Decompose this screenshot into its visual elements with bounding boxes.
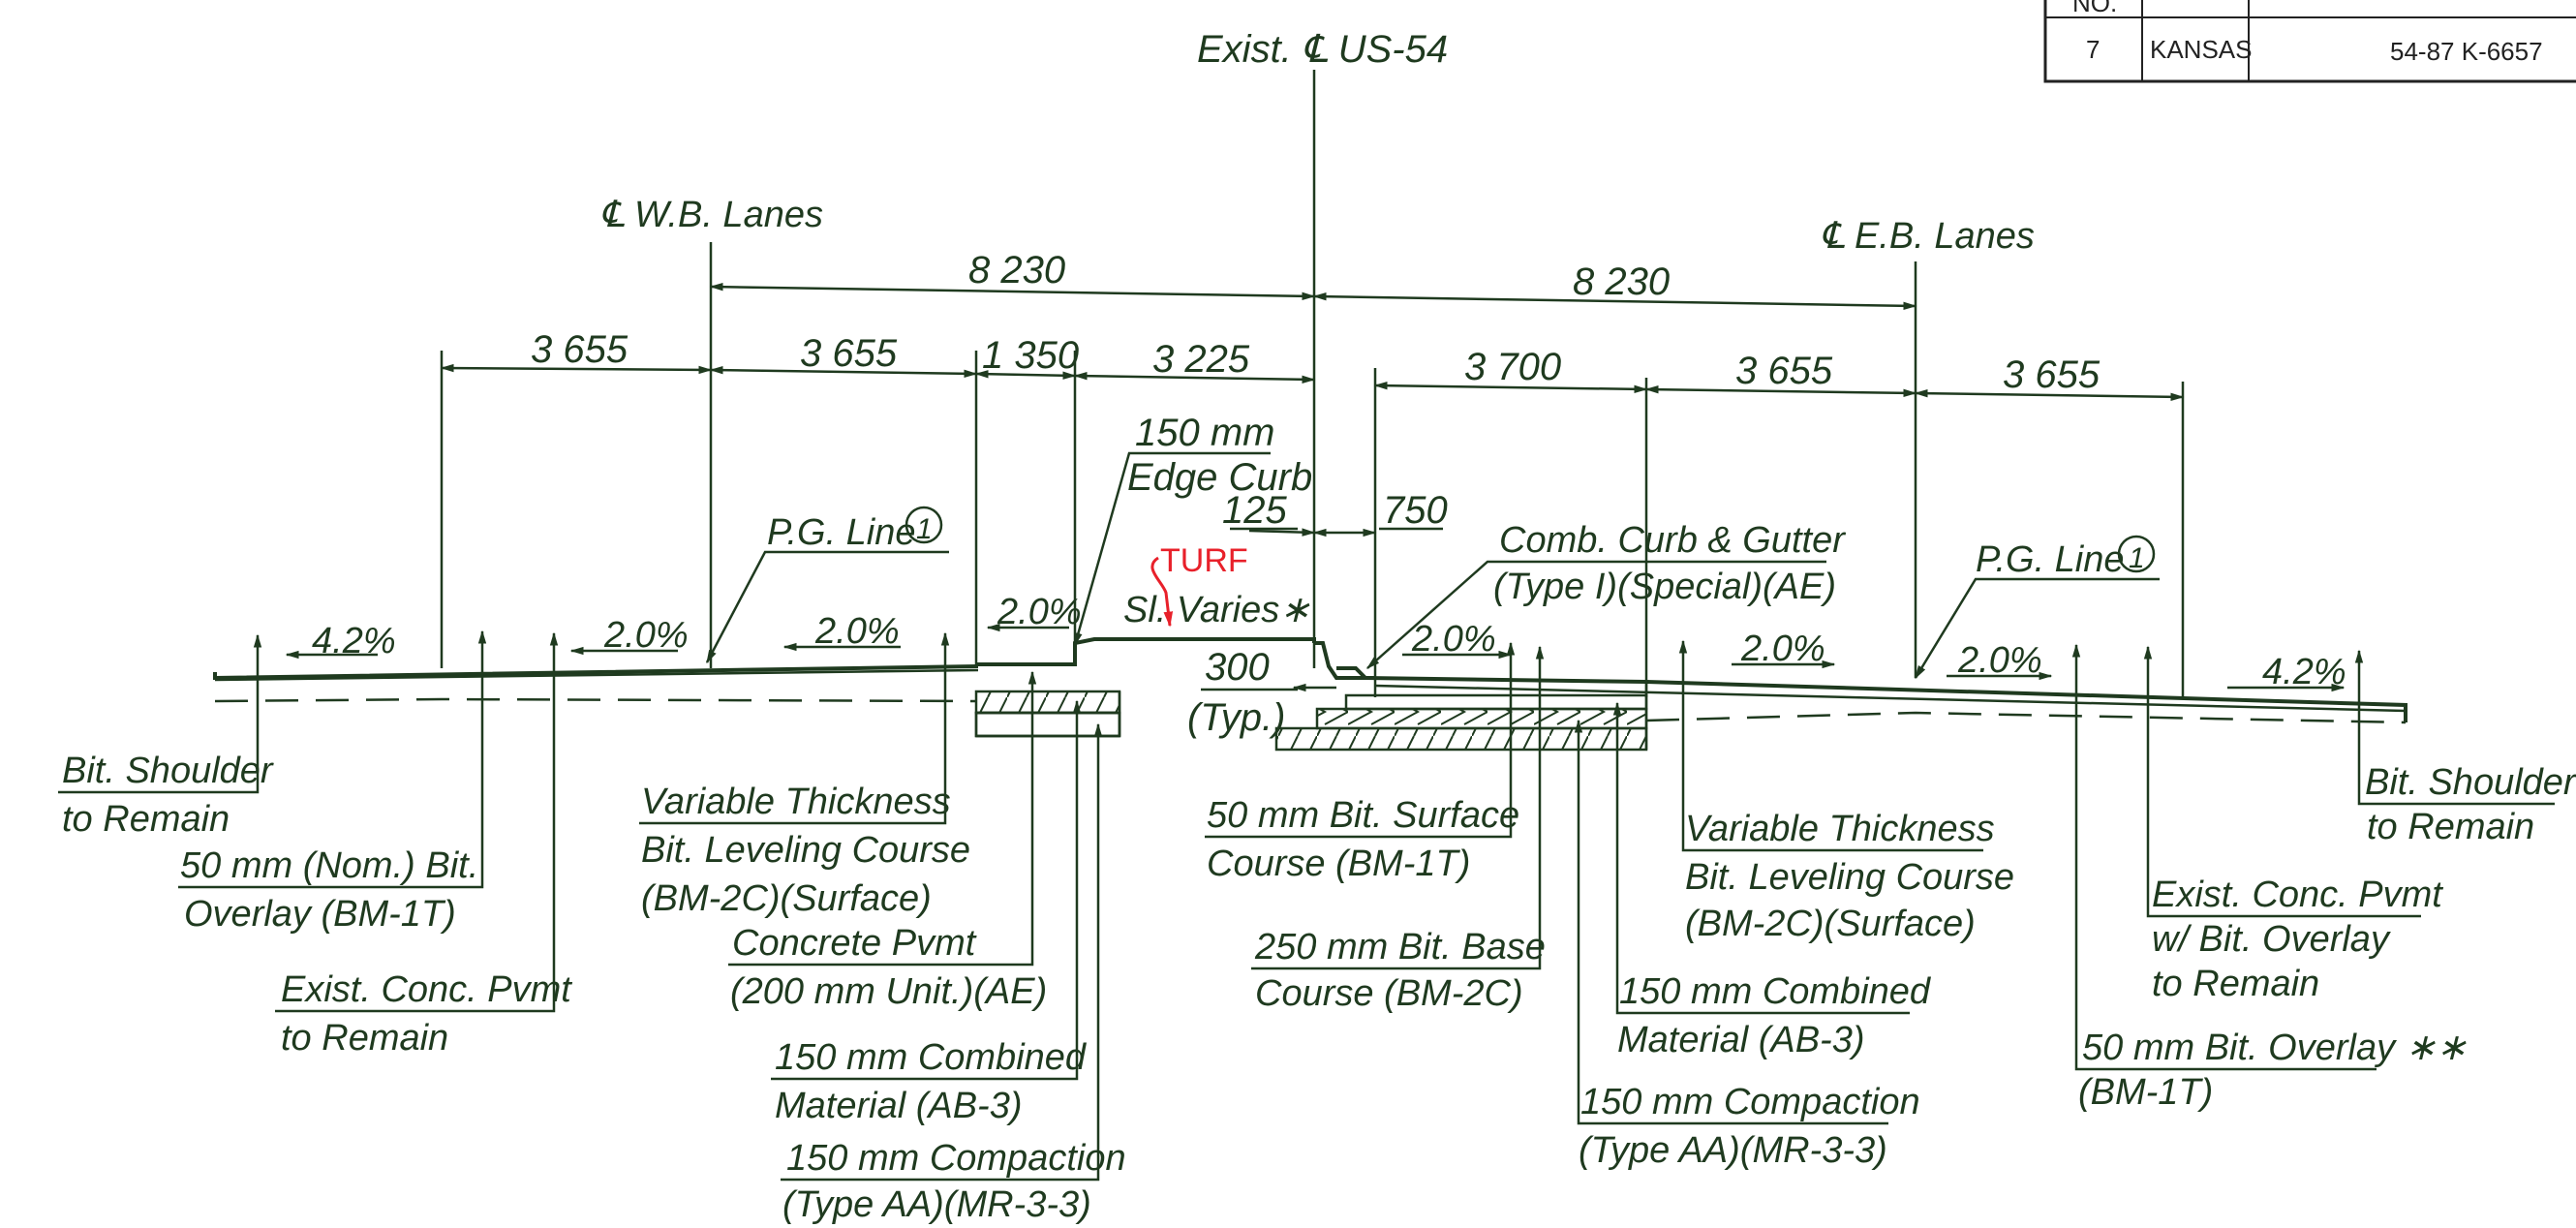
- wb-edge-curb: [976, 637, 1316, 666]
- pg-line-right-mark-text: 1: [2129, 542, 2145, 574]
- var-thick-left-1: Variable Thickness: [641, 782, 951, 822]
- dim-wb-outer-lane: 3 655: [800, 332, 898, 375]
- pg-line-left-mark-text: 1: [916, 513, 933, 545]
- dim-line-wb-outer-shoulder: [440, 363, 713, 375]
- concrete-pvmt-2: (200 mm Unit.)(AE): [730, 971, 1047, 1012]
- dim-curb-125: 125: [1222, 489, 1287, 532]
- eb-callouts: 50 mm Bit. Surface Course (BM-1T) 250 mm…: [1205, 639, 2576, 1171]
- eb-existing-bottom: [1645, 711, 2407, 724]
- wb-pavement-top: [213, 664, 979, 681]
- bit-surface-1: 50 mm Bit. Surface: [1207, 795, 1519, 836]
- eb-centerline-label: ℄ E.B. Lanes: [1821, 216, 2035, 257]
- title-block: NO. 7 KANSAS 54-87 K-6657: [2043, 0, 2576, 83]
- dim-wb-median: 3 225: [1152, 338, 1250, 381]
- r-overlay-1: 50 mm Bit. Overlay ∗∗: [2082, 1028, 2467, 1068]
- r-var-thick-3: (BM-2C)(Surface): [1685, 904, 1976, 944]
- dim-gutter-typ: (Typ.): [1187, 696, 1285, 739]
- bit-base-1: 250 mm Bit. Base: [1254, 927, 1546, 967]
- edge-curb-label-2: Edge Curb: [1127, 456, 1312, 499]
- slope-wb-lane-2: 2.0%: [814, 611, 900, 652]
- r-compaction-1: 150 mm Compaction: [1580, 1082, 1920, 1122]
- r-exist-conc-1: Exist. Conc. Pvmt: [2152, 875, 2443, 915]
- wb-concrete-pavement: [974, 690, 1121, 715]
- compaction-left-2: (Type AA)(MR-3-3): [782, 1184, 1091, 1225]
- dim-eb-outer-lane: 3 655: [1735, 350, 1833, 392]
- dim-wb-inner: 1 350: [982, 334, 1079, 377]
- pg-line-left-mark: [905, 506, 943, 544]
- dim-wb-outer-shoulder: 3 655: [531, 328, 629, 371]
- comb-mat-left-2: Material (AB-3): [775, 1086, 1023, 1126]
- wb-existing-bottom: [214, 697, 977, 703]
- comb-curb-label-1: Comb. Curb & Gutter: [1499, 520, 1846, 561]
- dim-gutter-300: 300: [1205, 646, 1270, 689]
- var-thick-left-3: (BM-2C)(Surface): [641, 878, 932, 919]
- r-var-thick-1: Variable Thickness: [1685, 809, 1995, 849]
- dim-eb-half: 8 230: [1573, 261, 1670, 303]
- compaction-left-1: 150 mm Compaction: [786, 1138, 1126, 1179]
- eb-bit-surface-course: [1344, 693, 1648, 711]
- dim-line-eb-half: [1312, 292, 1917, 310]
- r-overlay-2: (BM-1T): [2078, 1072, 2213, 1113]
- exist-conc-left-1: Exist. Conc. Pvmt: [281, 969, 572, 1010]
- bit-base-2: Course (BM-2C): [1255, 973, 1523, 1014]
- eb-bit-base-course: [1315, 707, 1648, 730]
- wb-callouts: Bit. Shoulder to Remain 50 mm (Nom.) Bit…: [58, 629, 1126, 1225]
- title-block-project: 54-87 K-6657: [2390, 37, 2543, 66]
- pg-line-right-label: P.G. Line: [1976, 539, 2125, 580]
- r-var-thick-2: Bit. Leveling Course: [1685, 857, 2014, 898]
- comb-mat-left-1: 150 mm Combined: [775, 1037, 1088, 1078]
- dim-line-eb-inner-lane: [1373, 381, 1648, 394]
- bit-shoulder-left-2: to Remain: [62, 799, 230, 840]
- slope-eb-lane-2: 2.0%: [1957, 640, 2042, 681]
- dim-eb-shoulder: 3 655: [2003, 353, 2101, 396]
- dim-curb-750: 750: [1383, 489, 1448, 532]
- title-block-sheet-no: 7: [2086, 35, 2100, 64]
- r-exist-conc-3: to Remain: [2152, 964, 2319, 1004]
- r-comb-mat-2: Material (AB-3): [1617, 1020, 1865, 1060]
- dim-line-wb-outer-lane: [709, 365, 978, 379]
- wb-centerline-label: ℄ W.B. Lanes: [600, 195, 823, 235]
- slope-wb-inner: 2.0%: [997, 592, 1082, 632]
- title-block-no-header: NO.: [2072, 0, 2117, 17]
- bit-shoulder-right-1: Bit. Shoulder: [2365, 762, 2576, 803]
- slope-labels: 4.2% 2.0% 2.0% 2.0% Sl. Varies∗ 2.0% 2.0…: [285, 590, 2346, 692]
- edge-curb-label-1: 150 mm: [1135, 412, 1275, 454]
- var-thick-left-2: Bit. Leveling Course: [641, 830, 970, 871]
- r-comb-mat-1: 150 mm Combined: [1619, 971, 1932, 1012]
- r-compaction-2: (Type AA)(MR-3-3): [1579, 1130, 1887, 1171]
- dim-line-wb-inner: [974, 370, 1077, 380]
- dim-line-eb-outer-lane: [1644, 384, 1917, 398]
- slope-eb-inner: 2.0%: [1411, 619, 1496, 660]
- turf-label: TURF: [1160, 542, 1248, 579]
- dim-wb-half: 8 230: [968, 249, 1065, 292]
- slope-median: Sl. Varies∗: [1123, 590, 1310, 630]
- dim-line-curb-125: [1248, 528, 1316, 537]
- slope-wb-lane-1: 2.0%: [603, 615, 689, 656]
- exist-conc-left-2: to Remain: [281, 1018, 448, 1059]
- bit-shoulder-right-2: to Remain: [2367, 807, 2534, 847]
- eb-combined-material: [1274, 726, 1648, 752]
- r-exist-conc-2: w/ Bit. Overlay: [2152, 919, 2391, 960]
- title-block-state: KANSAS: [2150, 35, 2253, 64]
- eb-pavement-top: [1336, 666, 2407, 722]
- dim-line-wb-median: [1073, 372, 1316, 384]
- bit-surface-2: Course (BM-1T): [1207, 844, 1470, 884]
- dim-eb-inner-lane: 3 700: [1464, 346, 1561, 388]
- overlay-left-1: 50 mm (Nom.) Bit.: [180, 845, 478, 886]
- pg-line-right-mark: [2117, 535, 2156, 573]
- comb-curb-label-2: (Type I)(Special)(AE): [1493, 567, 1836, 607]
- slope-eb-lane-1: 2.0%: [1740, 629, 1825, 669]
- pg-line-left-label: P.G. Line: [767, 512, 916, 553]
- slope-eb-shoulder: 4.2%: [2262, 652, 2346, 692]
- us54-centerline-label: Exist. ℄ US-54: [1197, 28, 1448, 71]
- overlay-left-2: Overlay (BM-1T): [184, 894, 456, 935]
- concrete-pvmt-1: Concrete Pvmt: [732, 923, 977, 964]
- bit-shoulder-left-1: Bit. Shoulder: [62, 751, 274, 791]
- turf-redline: TURF: [1150, 542, 1248, 628]
- dim-line-wb-half: [709, 283, 1316, 300]
- dim-line-eb-shoulder: [1914, 388, 2185, 402]
- median-curb: [1314, 641, 1375, 680]
